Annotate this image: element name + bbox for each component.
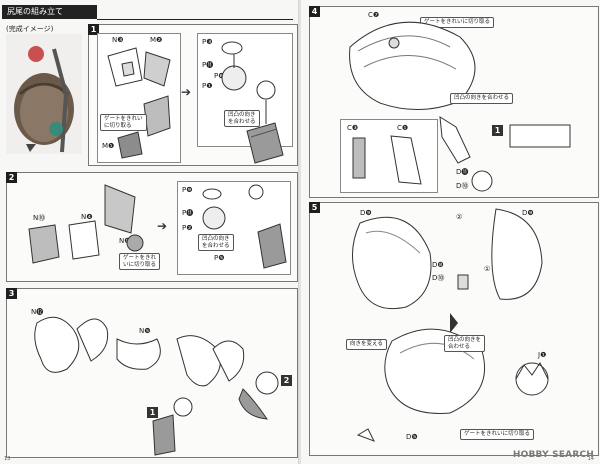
callout-orient-5: 凹凸の向きを 合わせる [444, 335, 486, 352]
step-5-number: 5 [309, 202, 320, 213]
step-4-number: 4 [309, 6, 320, 17]
step-1-result-drawing [246, 122, 284, 164]
step-1-arrow: ➔ [181, 85, 192, 99]
label-d10-b: D⓾ [432, 274, 445, 282]
callout-gate-4: ゲートをきれいに切り取る [420, 17, 495, 28]
callout-direction-5: 向きを変える [346, 339, 387, 350]
callout-gate-1: ゲートをきれい に切り取る [100, 114, 147, 131]
completed-photo [6, 34, 82, 154]
label-d9: D❾ [360, 209, 372, 217]
step-1-assembly-frame: P❸ P⓫ P❶ P❻ 凹凸の向き を合わせる [197, 33, 293, 147]
label-d11: D⓫ [456, 168, 469, 176]
label-c1: C❶ [397, 124, 409, 132]
step-5-drawing [352, 208, 549, 442]
step-3-ref-1: 1 [147, 407, 158, 418]
completed-photo-drawing [14, 46, 74, 153]
step-4-drawing [349, 21, 571, 192]
step-3-number: 3 [6, 288, 17, 299]
label-c7: C❼ [368, 11, 380, 19]
step-4-ref: 1 [492, 125, 503, 136]
page-title: 尻尾の組み立て [2, 5, 97, 19]
label-m2: M❷ [150, 36, 163, 44]
label-p6: P❻ [214, 72, 225, 80]
callout-orient-2: 凹凸の向き を合わせる [198, 234, 234, 251]
label-p2: P❷ [182, 224, 193, 232]
label-c3: C❸ [347, 124, 359, 132]
step-5-panel: 5 D❾ D❾ ② D❽ D⓾ ① 向きを変える 凹凸の向きを 合わせる J❶ [309, 202, 599, 456]
step-1-parts-frame: N❸ M❷ ゲートをきれい に切り取る M❶ [97, 33, 181, 163]
step-3-drawing [34, 316, 279, 456]
label-d10: D⓾ [456, 182, 469, 190]
step-1-number: 1 [88, 24, 99, 35]
label-j1: J❶ [538, 351, 547, 359]
label-p1: P❶ [202, 82, 213, 90]
step-2-number: 2 [6, 172, 17, 183]
step-2-assembly-drawing [202, 184, 287, 269]
book-gutter [298, 0, 302, 464]
label-d5: D❺ [406, 433, 418, 441]
step-4-sub-drawing [352, 135, 422, 185]
label-d9-b: D❾ [522, 209, 534, 217]
label-circ-2: ② [456, 213, 463, 221]
left-page-number: 13 [4, 456, 11, 462]
watermark: HOBBY SEARCH [512, 450, 594, 460]
label-n4: N❹ [81, 213, 93, 221]
step-2-assembly-frame: P❾ P⓫ P❷ P❺ 凹凸の向き を合わせる [177, 181, 291, 275]
label-p5: P❺ [214, 254, 225, 262]
label-p11-b: P⓫ [182, 209, 194, 217]
callout-orient-1: 凹凸の向き を合わせる [224, 110, 260, 127]
right-page-number: 14 [587, 456, 594, 462]
label-n12: N⓬ [31, 308, 44, 316]
right-page: 4 C❼ ゲートをきれいに切り取る 凹凸の向きを合わせる C❸ C❶ [301, 0, 600, 464]
label-n5: N❺ [139, 327, 151, 335]
completed-image-label: (完成イメージ) [6, 25, 54, 33]
step-4-sub-frame: C❸ C❶ [340, 119, 438, 193]
step-1-parts-drawing [107, 47, 171, 159]
callout-gate-5: ゲートをきれいに切り取る [460, 429, 535, 440]
callout-orient-4: 凹凸の向きを合わせる [450, 93, 514, 104]
step-2-panel: 2 N⓾ N❹ N❽ ゲートをきれ いに切り取る ➔ P❾ P⓫ P❷ P❺ [6, 172, 298, 282]
callout-gate-2: ゲートをきれ いに切り取る [119, 253, 161, 270]
label-n3: N❸ [112, 36, 124, 44]
step-1-assembly-drawing [221, 41, 276, 124]
label-circ-1: ① [484, 265, 491, 273]
label-p9: P❾ [182, 186, 193, 194]
step-2-parts-drawing [28, 184, 144, 264]
step-4-panel: 4 C❼ ゲートをきれいに切り取る 凹凸の向きを合わせる C❸ C❶ [309, 6, 599, 198]
label-m1: M❶ [102, 142, 115, 150]
step-2-arrow: ➔ [157, 219, 168, 233]
step-3-ref-2: 2 [281, 375, 292, 386]
label-d8: D❽ [432, 261, 444, 269]
step-1-panel: 1 N❸ M❷ ゲートをきれい に切り取る M❶ ➔ P❸ P⓫ P❶ [88, 24, 298, 166]
label-n8: N❽ [119, 237, 131, 245]
label-n10: N⓾ [33, 214, 46, 222]
left-page: 尻尾の組み立て (完成イメージ) 1 N❸ M❷ [0, 0, 299, 464]
step-3-panel: 3 N⓬ N❺ 1 2 [6, 288, 298, 458]
title-rule [97, 5, 293, 20]
label-p3: P❸ [202, 38, 213, 46]
label-p11: P⓫ [202, 61, 214, 69]
